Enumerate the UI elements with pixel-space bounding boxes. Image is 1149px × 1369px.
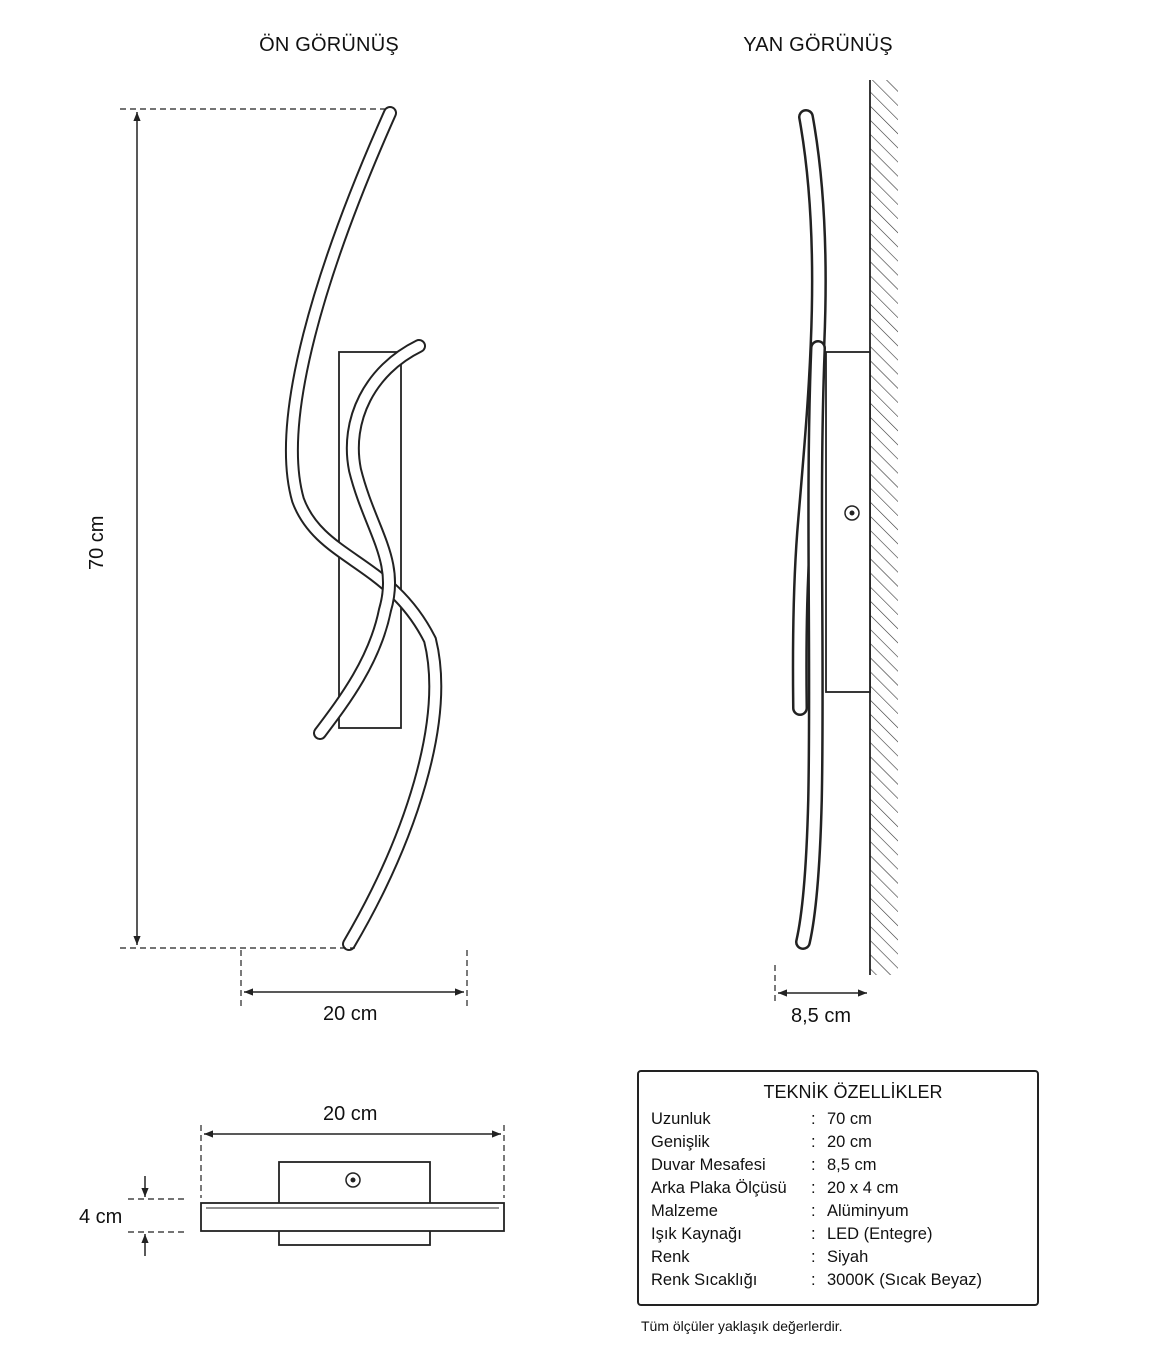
spec-label: Renk	[651, 1248, 690, 1266]
spec-row: Malzeme: Alüminyum	[651, 1200, 1025, 1223]
top-width-dimension	[200, 1125, 505, 1198]
spec-label: Işık Kaynağı	[651, 1225, 742, 1243]
top-height-dimension	[128, 1176, 185, 1256]
spec-separator: :	[811, 1156, 816, 1174]
front-width-label: 20 cm	[323, 1003, 378, 1025]
spec-label: Renk Sıcaklığı	[651, 1271, 758, 1289]
spec-value: 70 cm	[827, 1110, 872, 1128]
spec-row: Işık Kaynağı: LED (Entegre)	[651, 1223, 1025, 1246]
side-depth-dimension	[774, 965, 867, 1005]
spec-value: LED (Entegre)	[827, 1225, 933, 1243]
spec-separator: :	[811, 1225, 816, 1243]
spec-separator: :	[811, 1110, 816, 1128]
top-view	[200, 1161, 505, 1246]
spec-separator: :	[811, 1248, 816, 1266]
spec-row: Duvar Mesafesi:8,5 cm	[651, 1154, 1025, 1177]
spec-row: Genişlik:20 cm	[651, 1131, 1025, 1154]
spec-label: Malzeme	[651, 1202, 718, 1220]
spec-label: Arka Plaka Ölçüsü	[651, 1179, 787, 1197]
spec-value: 20 x 4 cm	[827, 1179, 899, 1197]
spec-title: TEKNİK ÖZELLİKLER	[763, 1082, 943, 1102]
side-depth-label: 8,5 cm	[791, 1005, 852, 1027]
spec-row: Renk Sıcaklığı:3000K (Sıcak Beyaz)	[651, 1269, 1025, 1292]
front-height-label: 70 cm	[86, 515, 108, 570]
top-bar	[200, 1202, 505, 1232]
spec-row: Renk: Siyah	[651, 1246, 1025, 1269]
side-back-plate	[825, 351, 871, 693]
top-height-label: 4 cm	[79, 1206, 123, 1228]
front-view-title: ÖN GÖRÜNÜŞ	[259, 34, 399, 56]
spec-separator: :	[811, 1133, 816, 1151]
wall-hatch	[870, 80, 898, 975]
front-back-plate	[338, 351, 402, 729]
spec-separator: :	[811, 1179, 816, 1197]
front-view	[284, 106, 443, 951]
spec-label: Duvar Mesafesi	[651, 1156, 766, 1174]
side-view	[791, 80, 898, 975]
top-width-label: 20 cm	[323, 1103, 378, 1125]
spec-row: Uzunluk:70 cm	[651, 1108, 1025, 1131]
spec-value: 20 cm	[827, 1133, 872, 1151]
spec-row: Arka Plaka Ölçüsü:20 x 4 cm	[651, 1177, 1025, 1200]
spec-separator: :	[811, 1271, 816, 1289]
side-view-title: YAN GÖRÜNÜŞ	[743, 34, 893, 56]
front-height-dimension	[120, 108, 390, 949]
spec-value: Siyah	[827, 1248, 869, 1266]
front-width-dimension	[240, 950, 468, 1008]
spec-value: Alüminyum	[827, 1202, 909, 1220]
spec-value: 8,5 cm	[827, 1156, 877, 1174]
footnote: Tüm ölçüler yaklaşık değerlerdir.	[641, 1318, 843, 1334]
spec-label: Uzunluk	[651, 1110, 711, 1128]
spec-separator: :	[811, 1202, 816, 1220]
spec-value: 3000K (Sıcak Beyaz)	[827, 1271, 982, 1289]
spec-label: Genişlik	[651, 1133, 710, 1151]
